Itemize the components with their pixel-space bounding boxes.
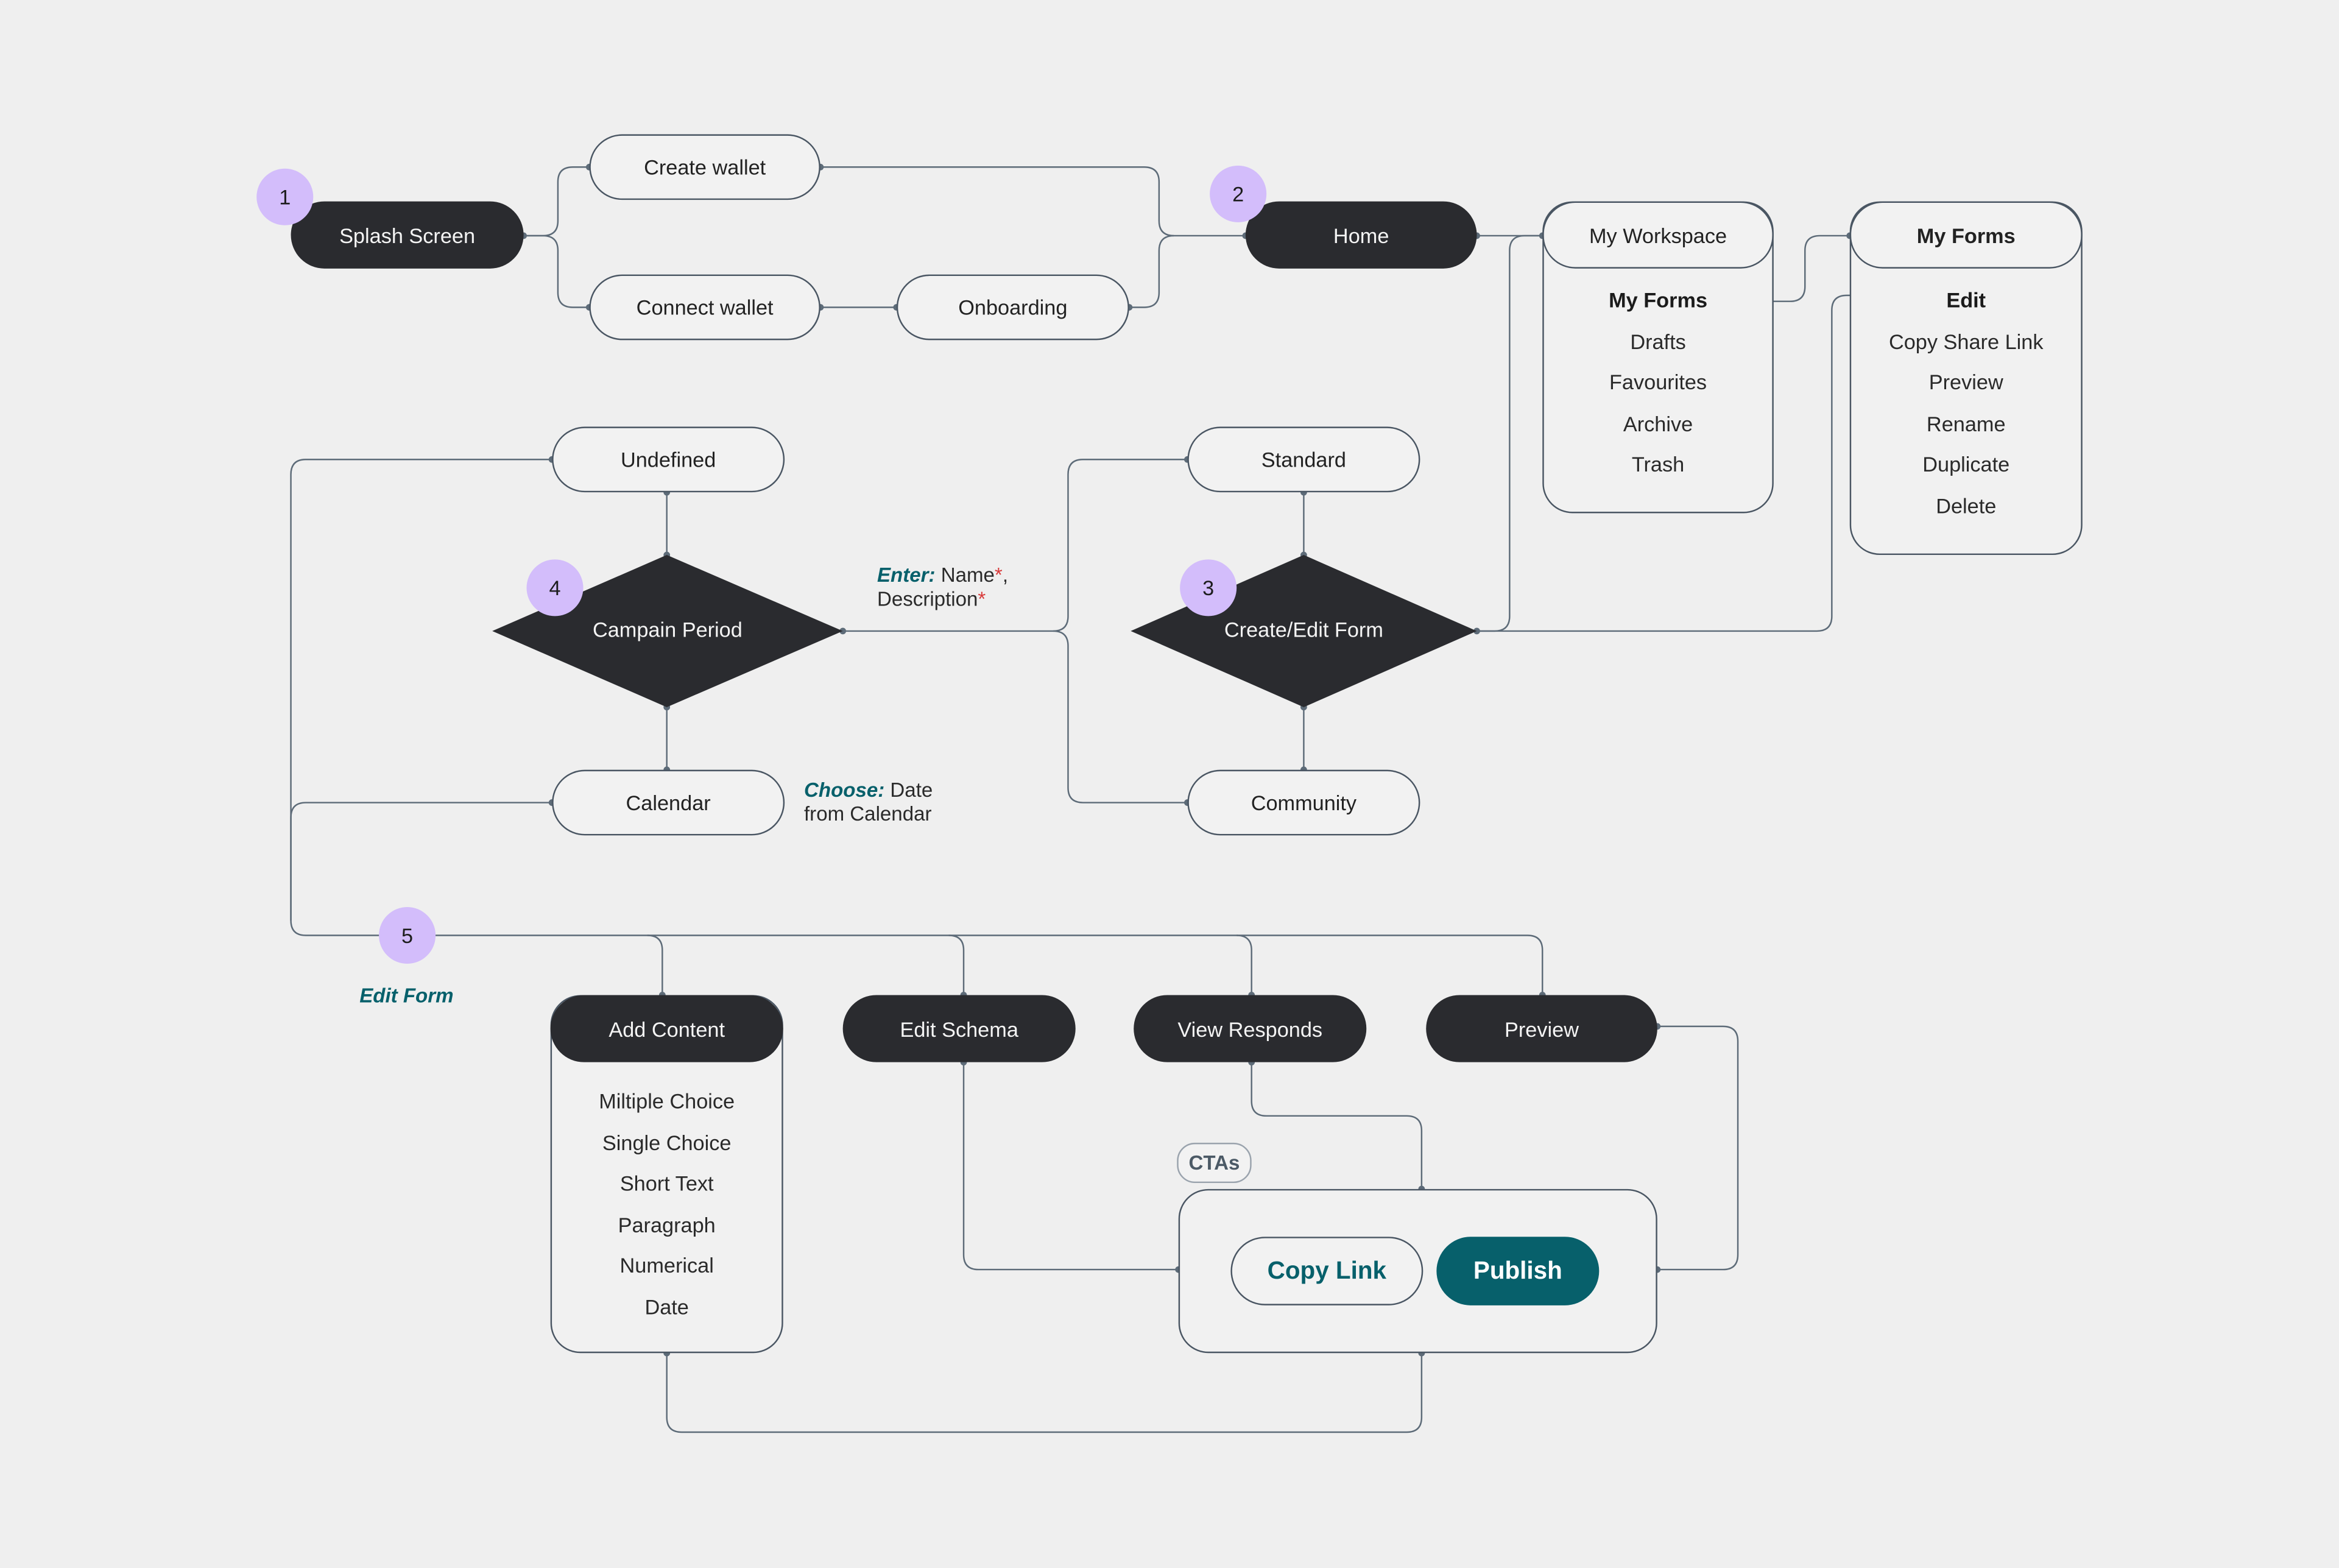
- workspace-item-drafts[interactable]: Drafts: [1630, 329, 1686, 353]
- community-node[interactable]: Community: [1187, 769, 1420, 836]
- edit-schema-node[interactable]: Edit Schema: [842, 995, 1076, 1062]
- form-action-delete[interactable]: Delete: [1936, 493, 1997, 517]
- campain-period-label[interactable]: Campain Period: [592, 617, 743, 642]
- connector-myforms-panel: [1730, 235, 1850, 302]
- enter-label: Enter:: [877, 563, 936, 587]
- workspace-item-archive[interactable]: Archive: [1623, 411, 1693, 435]
- step-badge-5: 5: [379, 906, 436, 964]
- choose-label: Choose:: [804, 779, 885, 802]
- form-action-edit[interactable]: Edit: [1946, 288, 1986, 312]
- connector-create-wallet-home: [820, 166, 1246, 237]
- connector-onboarding-home: [1129, 235, 1174, 308]
- add-content-node[interactable]: Add Content: [550, 995, 783, 1062]
- choose-from-calendar: from Calendar: [804, 802, 932, 825]
- workspace-item-my-forms[interactable]: My Forms: [1609, 288, 1708, 312]
- content-type-paragraph[interactable]: Paragraph: [618, 1212, 716, 1236]
- form-actions-menu: Edit Copy Share Link Preview Rename Dupl…: [1850, 280, 2083, 526]
- step-badge-3: 3: [1180, 559, 1237, 616]
- onboarding-node[interactable]: Onboarding: [896, 274, 1129, 341]
- workspace-item-trash[interactable]: Trash: [1631, 452, 1685, 476]
- workspace-menu: My Forms Drafts Favourites Archive Trash: [1542, 280, 1774, 486]
- home-node[interactable]: Home: [1245, 201, 1477, 269]
- connector-content-to-ctas: [666, 1353, 1423, 1433]
- copy-link-button[interactable]: Copy Link: [1230, 1237, 1424, 1305]
- enter-name: Name: [935, 563, 995, 587]
- calendar-node[interactable]: Calendar: [552, 769, 785, 836]
- connector-splash-connect-wallet: [523, 235, 590, 308]
- content-type-single-choice[interactable]: Single Choice: [602, 1130, 732, 1154]
- content-types-list: Miltiple Choice Single Choice Short Text…: [551, 1082, 783, 1328]
- required-mark-description: *: [978, 587, 986, 610]
- workspace-item-favourites[interactable]: Favourites: [1609, 370, 1707, 394]
- connector-view-responds: [948, 934, 1252, 995]
- form-action-rename[interactable]: Rename: [1926, 411, 2006, 435]
- connector-preview-to-ctas: [1657, 1025, 1739, 1271]
- content-type-numerical[interactable]: Numerical: [619, 1253, 714, 1277]
- splash-screen-node[interactable]: Splash Screen: [291, 201, 524, 269]
- step-badge-2: 2: [1210, 165, 1267, 222]
- connector-period-to-community: [1053, 630, 1188, 803]
- my-forms-node[interactable]: My Forms: [1849, 201, 2083, 269]
- preview-node[interactable]: Preview: [1426, 995, 1657, 1062]
- content-type-short-text[interactable]: Short Text: [619, 1171, 714, 1195]
- choose-note: Choose: Date from Calendar: [804, 779, 933, 826]
- connector-calendar-to-edit: [290, 802, 552, 921]
- connect-wallet-node[interactable]: Connect wallet: [589, 274, 820, 341]
- step-badge-4: 4: [526, 559, 584, 616]
- connector-edit-schema: [647, 934, 965, 995]
- ctas-tag: CTAs: [1177, 1142, 1252, 1184]
- connector-schema-to-ctas: [962, 1062, 1179, 1271]
- content-type-multiple-choice[interactable]: Miltiple Choice: [599, 1089, 735, 1113]
- connector-splash-create-wallet: [523, 166, 590, 237]
- enter-note: Enter: Name*, Description*: [877, 564, 1008, 612]
- create-wallet-node[interactable]: Create wallet: [589, 134, 820, 200]
- create-edit-form-label[interactable]: Create/Edit Form: [1224, 617, 1383, 642]
- form-action-duplicate[interactable]: Duplicate: [1922, 452, 2010, 476]
- enter-comma: ,: [1002, 563, 1009, 587]
- connector-undefined-to-edit: [290, 459, 663, 995]
- connector-form-to-workspace: [1476, 235, 1543, 632]
- view-responds-node[interactable]: View Responds: [1134, 995, 1367, 1062]
- enter-description: Description: [877, 587, 978, 610]
- content-type-date[interactable]: Date: [644, 1294, 689, 1318]
- step-badge-1: 1: [256, 168, 314, 225]
- edit-form-label: Edit Form: [359, 984, 454, 1008]
- required-mark-name: *: [994, 563, 1003, 587]
- connector-period-to-options: [842, 459, 1188, 632]
- choose-date: Date: [884, 779, 933, 802]
- standard-node[interactable]: Standard: [1187, 426, 1420, 493]
- connector-preview: [1237, 934, 1543, 995]
- edit-form-caption: Edit Form: [359, 984, 453, 1008]
- form-action-copy-share-link[interactable]: Copy Share Link: [1888, 329, 2044, 353]
- connector-form-to-edit: [1476, 294, 1916, 632]
- my-workspace-node[interactable]: My Workspace: [1542, 201, 1774, 269]
- connector-responds-to-ctas: [1251, 1062, 1423, 1189]
- undefined-node[interactable]: Undefined: [552, 426, 785, 493]
- form-action-preview[interactable]: Preview: [1928, 370, 2003, 394]
- publish-button[interactable]: Publish: [1436, 1237, 1600, 1305]
